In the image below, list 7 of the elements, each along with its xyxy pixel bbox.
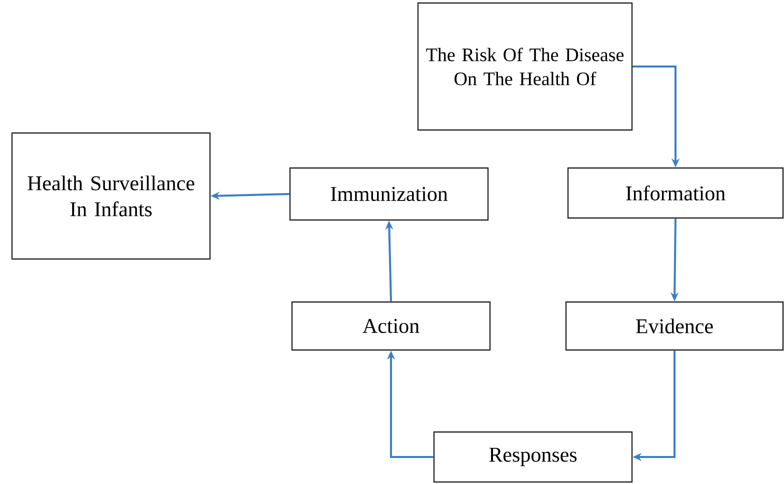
- process-box: Immunization: [289, 167, 489, 221]
- process-box: Evidence: [565, 301, 784, 351]
- process-box: The Risk Of The Disease On The Health Of: [417, 2, 633, 131]
- process-box: Information: [567, 167, 784, 219]
- process-box: Action: [291, 301, 491, 351]
- process-box: Health Surveillance In Infants: [11, 132, 211, 260]
- process-box: Responses: [433, 431, 633, 483]
